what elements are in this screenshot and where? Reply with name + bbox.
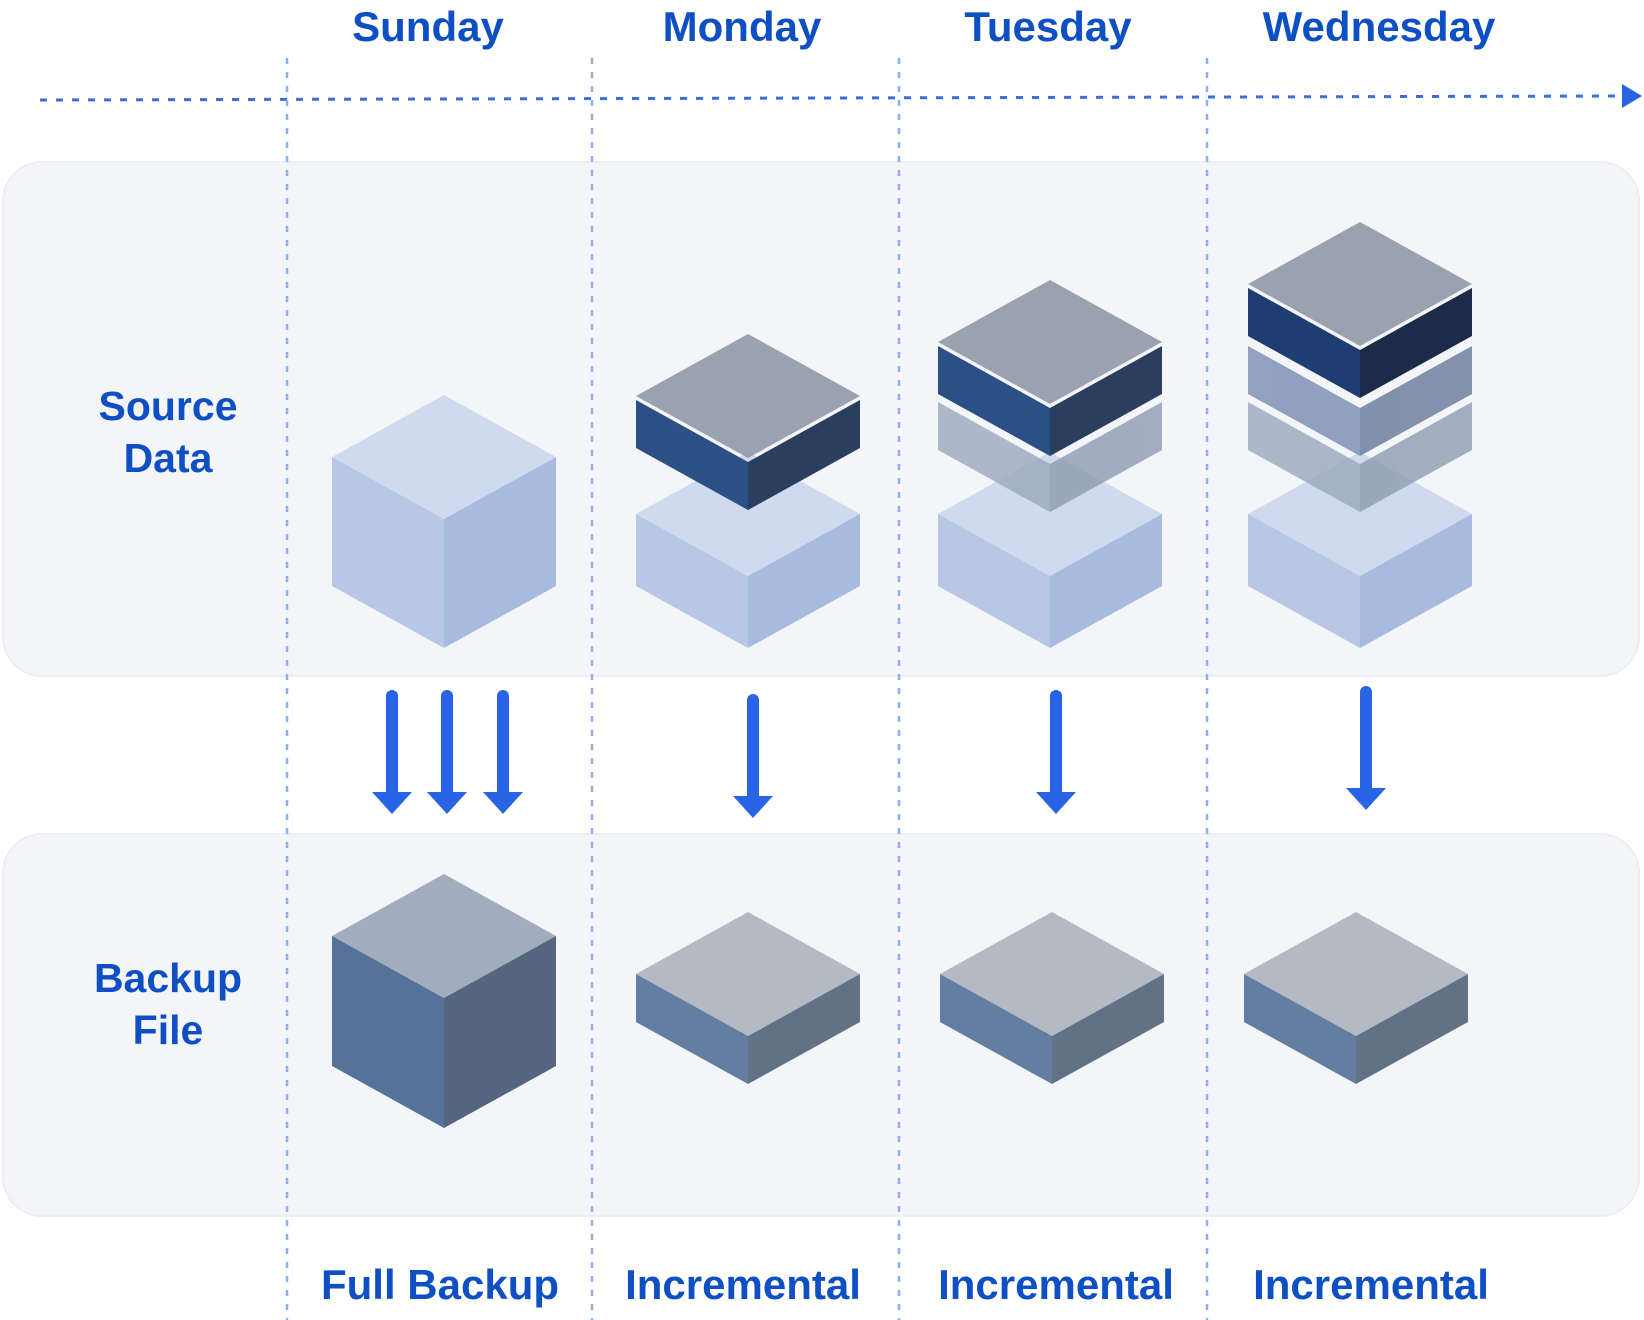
data-slab-icon bbox=[636, 912, 860, 1084]
down-arrow-icon bbox=[427, 690, 467, 814]
data-slab-icon bbox=[1248, 222, 1472, 398]
method-label-tuesday: Incremental bbox=[938, 1261, 1174, 1308]
data-cube-icon bbox=[938, 452, 1162, 648]
data-cube-icon bbox=[636, 452, 860, 648]
data-cube-icon bbox=[332, 874, 556, 1128]
data-slab-icon bbox=[1248, 346, 1472, 456]
data-slab-icon bbox=[636, 334, 860, 510]
day-label-sunday: Sunday bbox=[352, 3, 504, 50]
data-slab-icon bbox=[938, 280, 1162, 456]
data-slab-icon bbox=[1244, 912, 1468, 1084]
day-label-tuesday: Tuesday bbox=[964, 3, 1132, 50]
down-arrow-icon bbox=[733, 694, 773, 818]
method-label-monday: Incremental bbox=[625, 1261, 861, 1308]
method-label-sunday: Full Backup bbox=[320, 1261, 560, 1308]
down-arrow-icon bbox=[372, 690, 412, 814]
timeline-arrow bbox=[39, 84, 1642, 108]
data-slab-icon bbox=[1248, 402, 1472, 512]
down-arrow-icon bbox=[483, 690, 523, 814]
data-slab-icon bbox=[938, 402, 1162, 512]
method-label-wednesday: Incremental bbox=[1253, 1261, 1489, 1308]
down-arrow-icon bbox=[1346, 686, 1386, 810]
column-dividers bbox=[285, 58, 1209, 1320]
data-cube-icon bbox=[1248, 452, 1472, 648]
day-label-monday: Monday bbox=[662, 3, 822, 50]
day-label-wednesday: Wednesday bbox=[1262, 3, 1496, 50]
data-cube-icon bbox=[332, 395, 556, 648]
data-slab-icon bbox=[940, 912, 1164, 1084]
row-label-source-data: Source Data bbox=[98, 383, 238, 481]
down-arrow-icon bbox=[1036, 690, 1076, 814]
row-label-backup-file: Backup File bbox=[93, 955, 243, 1053]
